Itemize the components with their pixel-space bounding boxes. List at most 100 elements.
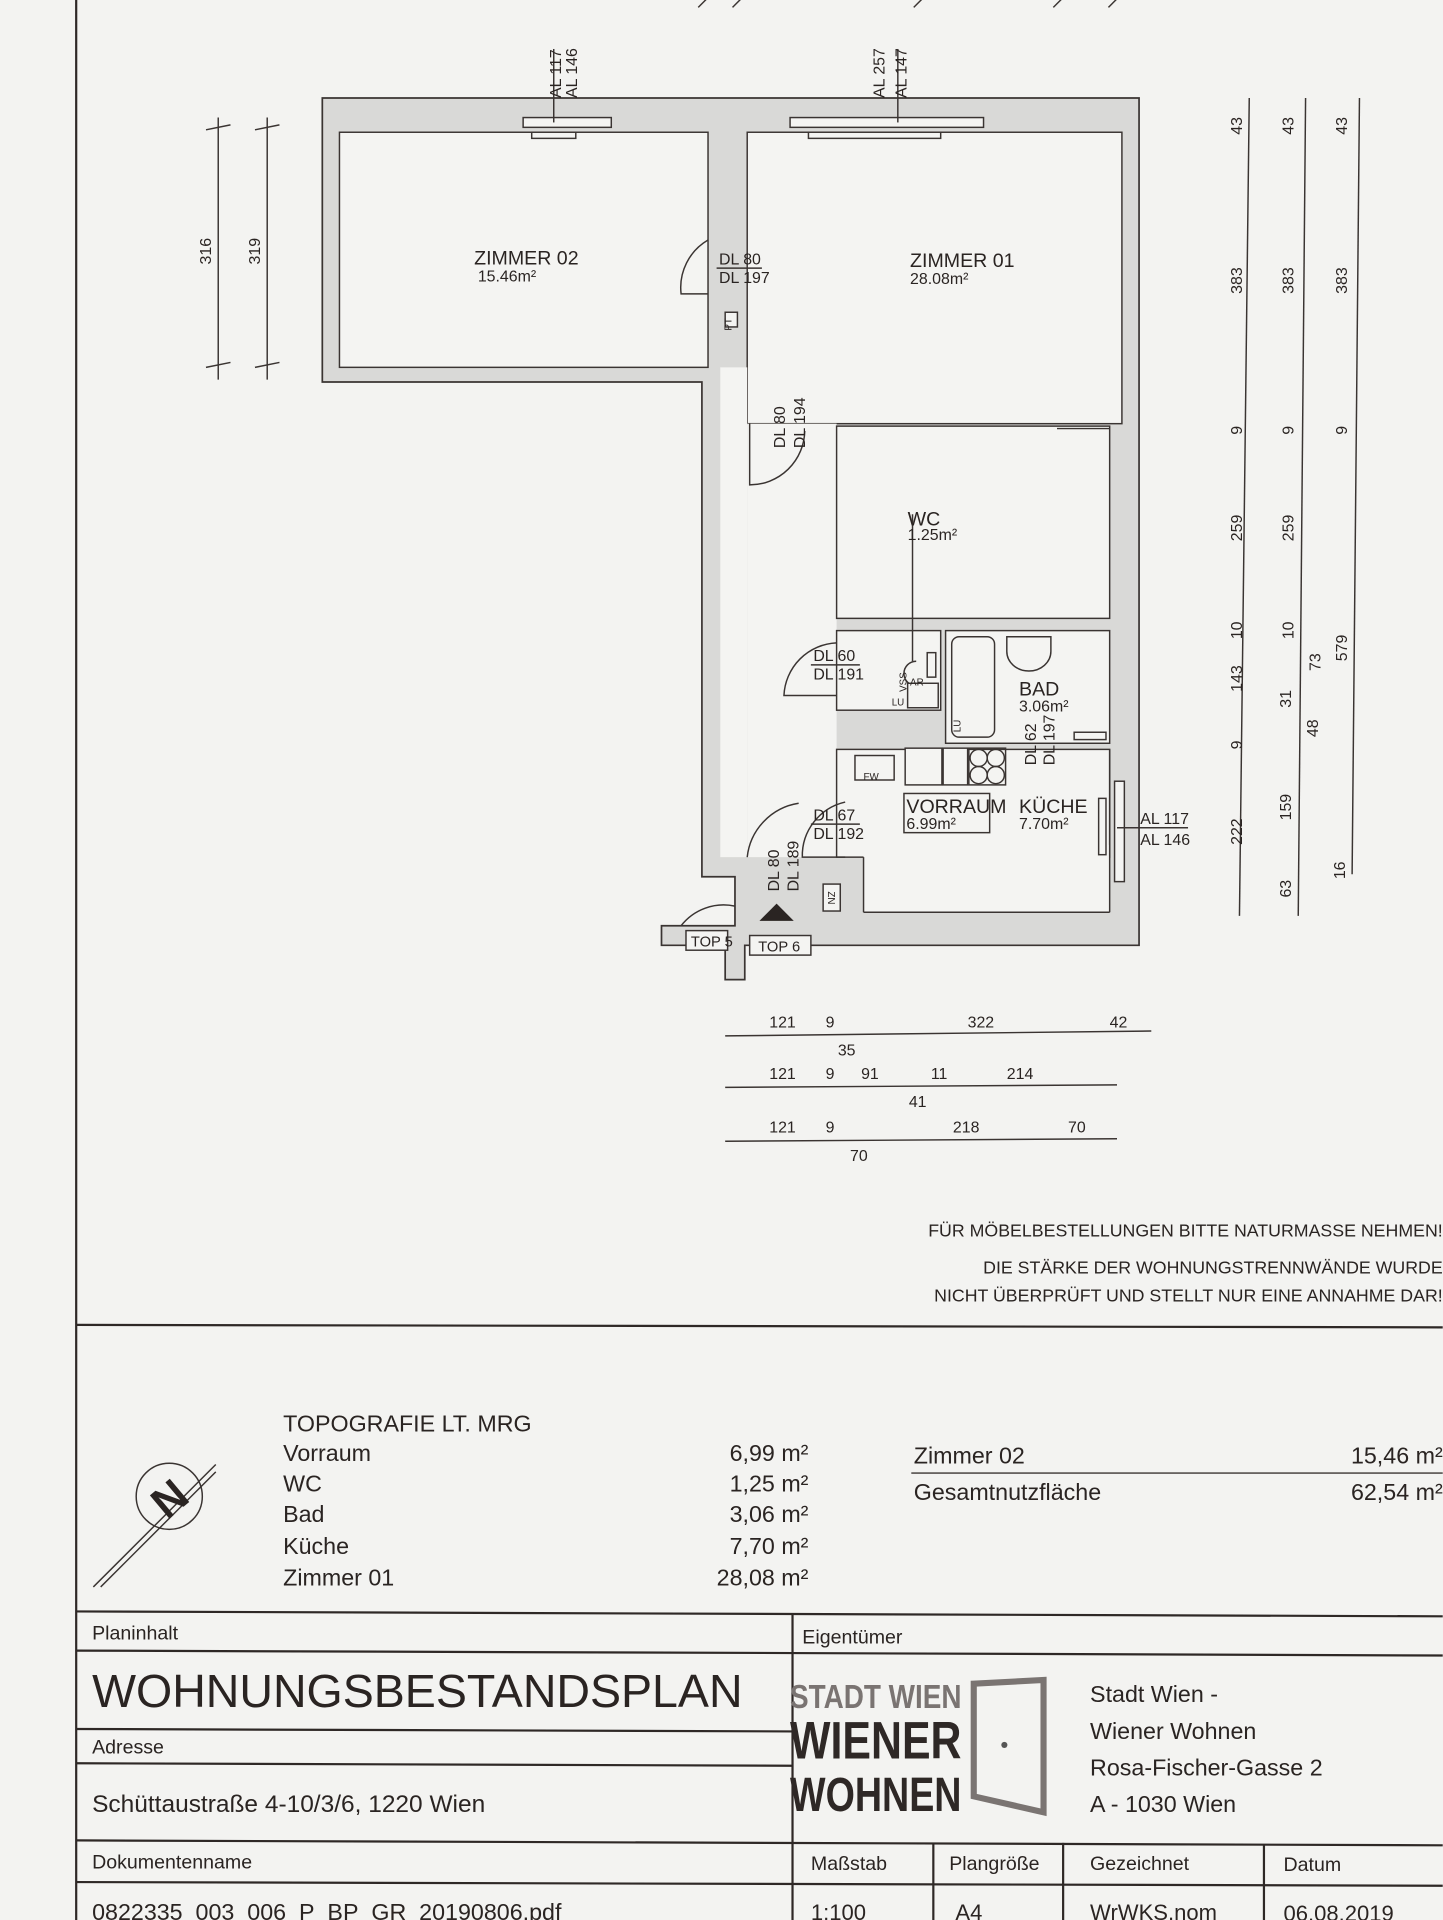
plan-line xyxy=(76,1762,793,1767)
plan-text: LU xyxy=(892,697,905,708)
plan-text: DL 197 xyxy=(719,270,770,287)
plan-text: 218 xyxy=(953,1120,980,1137)
total-label: Gesamtnutzfläche xyxy=(914,1479,1101,1505)
area-bad: 3.06m² xyxy=(1019,698,1069,715)
washbasin xyxy=(1006,636,1052,672)
plan-text: 16 xyxy=(1332,861,1349,879)
plan-text: 9 xyxy=(826,1120,835,1137)
label-bad: BAD xyxy=(1019,679,1059,701)
plan-line xyxy=(697,0,707,8)
floor-plan xyxy=(321,48,1189,981)
plan-text: DL 80 xyxy=(766,849,783,891)
plan-text: 91 xyxy=(861,1066,879,1083)
plan-text: AL 257 xyxy=(871,48,888,98)
area-vorraum: 6.99m² xyxy=(906,816,956,833)
plan-text: 41 xyxy=(909,1094,927,1111)
room-labels: ZIMMER 02 15.46m² ZIMMER 01 28.08m² WC 1… xyxy=(474,247,1087,832)
plan-text: Wiener Wohnen xyxy=(1090,1718,1256,1744)
plan-text: PT xyxy=(723,318,734,331)
plan-text: 42 xyxy=(1110,1014,1128,1031)
plan-text: 9 xyxy=(826,1014,835,1031)
stove xyxy=(968,747,1007,786)
plan-title: WOHNUNGSBESTANDSPLAN xyxy=(92,1665,742,1717)
door-logo-icon xyxy=(970,1676,1047,1817)
label-zimmer-02: ZIMMER 02 xyxy=(474,247,578,269)
plan-text: 579 xyxy=(1334,635,1351,662)
date-value: 06.08.2019 xyxy=(1284,1901,1394,1920)
plan-line xyxy=(725,1138,1118,1142)
plan-text: DL 197 xyxy=(1042,714,1059,765)
note-walls-2: NICHT ÜBERPRÜFT UND STELLT NUR EINE ANNA… xyxy=(934,1286,1443,1306)
drawn-by-value: WrWKS.nom xyxy=(1090,1900,1217,1920)
plan-text: 10 xyxy=(1280,621,1297,639)
note-walls-1: DIE STÄRKE DER WOHNUNGSTRENNWÄNDE WURDE xyxy=(983,1257,1443,1277)
plan-text: Gezeichnet xyxy=(1090,1853,1190,1875)
plan-text: A - 1030 Wien xyxy=(1090,1791,1236,1817)
north-arrow-icon: N xyxy=(92,1462,217,1588)
plan-text: 9 xyxy=(1334,426,1351,435)
notes: FÜR MÖBELBESTELLUNGEN BITTE NATURMASSE N… xyxy=(928,1221,1443,1306)
plan-text: 143 xyxy=(1229,665,1246,692)
window-zimmer-02 xyxy=(522,116,613,129)
plan-text: Maßstab xyxy=(811,1853,887,1875)
plan-line xyxy=(732,0,741,8)
plan-text: 28,08 m² xyxy=(717,1565,809,1591)
label-wc: WC xyxy=(908,508,941,530)
plan-text: 35 xyxy=(838,1043,856,1060)
plan-text: AL 117 xyxy=(548,49,565,98)
washing-machine-fw xyxy=(854,754,895,781)
plan-text: DL 194 xyxy=(792,397,809,448)
plan-text: 121 xyxy=(769,1014,796,1031)
note-measure: FÜR MÖBELBESTELLUNGEN BITTE NATURMASSE N… xyxy=(928,1221,1443,1241)
label-zimmer-01: ZIMMER 01 xyxy=(910,250,1014,272)
door-zimmer-01-swing xyxy=(748,423,806,486)
plan-text: 316 xyxy=(198,238,215,265)
window-labels: AL 117 AL 146 AL 257 AL 147 AL 117 AL 14… xyxy=(548,48,1190,849)
total-area: 62,54 m² xyxy=(1351,1479,1443,1505)
plan-text: Rosa-Fischer-Gasse 2 xyxy=(1090,1755,1323,1781)
door-zimmer-02-swing xyxy=(679,239,709,295)
document-name: 0822335_003_006_P_BP_GR_20190806.pdf xyxy=(92,1899,562,1920)
plan-text: Eigentümer xyxy=(802,1626,903,1648)
plan-text: 159 xyxy=(1278,794,1295,821)
plan-text: DL 62 xyxy=(1023,723,1040,765)
plan-text: 11 xyxy=(931,1066,948,1083)
plan-text: AL 146 xyxy=(564,48,581,98)
plan-text: STADT WIEN xyxy=(790,1679,961,1716)
plan-line xyxy=(1297,97,1307,916)
plan-line xyxy=(724,311,739,328)
plan-line xyxy=(926,651,937,678)
plan-line xyxy=(76,1610,1443,1618)
plan-text: 259 xyxy=(1229,515,1246,542)
plan-line xyxy=(807,131,942,140)
topografie-table: TOPOGRAFIE LT. MRG Vorraum WC Bad Küche … xyxy=(283,1410,1443,1590)
area-wc: 1.25m² xyxy=(908,527,958,544)
fixture-labels: PT VSS AR LU LU FW ZN TOP 5 TOP 6 xyxy=(691,318,963,955)
plan-text: 48 xyxy=(1305,719,1322,737)
label-top-6: TOP 6 xyxy=(758,939,800,955)
plan-text: 222 xyxy=(1229,818,1246,845)
plan-text: 9 xyxy=(1229,426,1246,435)
plan-text: 6,99 m² xyxy=(730,1440,809,1466)
title-block: Planinhalt WOHNUNGSBESTANDSPLAN Adresse … xyxy=(76,1610,1443,1920)
hall xyxy=(747,423,837,858)
corridor xyxy=(720,367,748,858)
plan-text: DL 189 xyxy=(786,841,803,892)
top-5-box xyxy=(685,929,729,951)
plan-text: 63 xyxy=(1278,880,1295,898)
plan-line xyxy=(822,883,842,912)
plan-text: 43 xyxy=(1280,117,1297,135)
door-labels: DL 80 DL 197 DL 80 DL 194 DL 60 DL 191 D… xyxy=(716,251,1059,892)
plan-line xyxy=(1073,731,1107,741)
door-wc-swing xyxy=(783,642,837,697)
plan-line xyxy=(254,124,280,131)
plan-line xyxy=(1097,797,1107,856)
plan-text: WC xyxy=(283,1470,322,1496)
plan-text: 322 xyxy=(968,1014,995,1031)
plan-text: 383 xyxy=(1280,267,1297,294)
plan-text: Planinhalt xyxy=(92,1623,179,1645)
plan-text: 319 xyxy=(247,238,264,265)
plan-text: DL 80 xyxy=(772,406,789,448)
plan-line xyxy=(942,747,969,786)
